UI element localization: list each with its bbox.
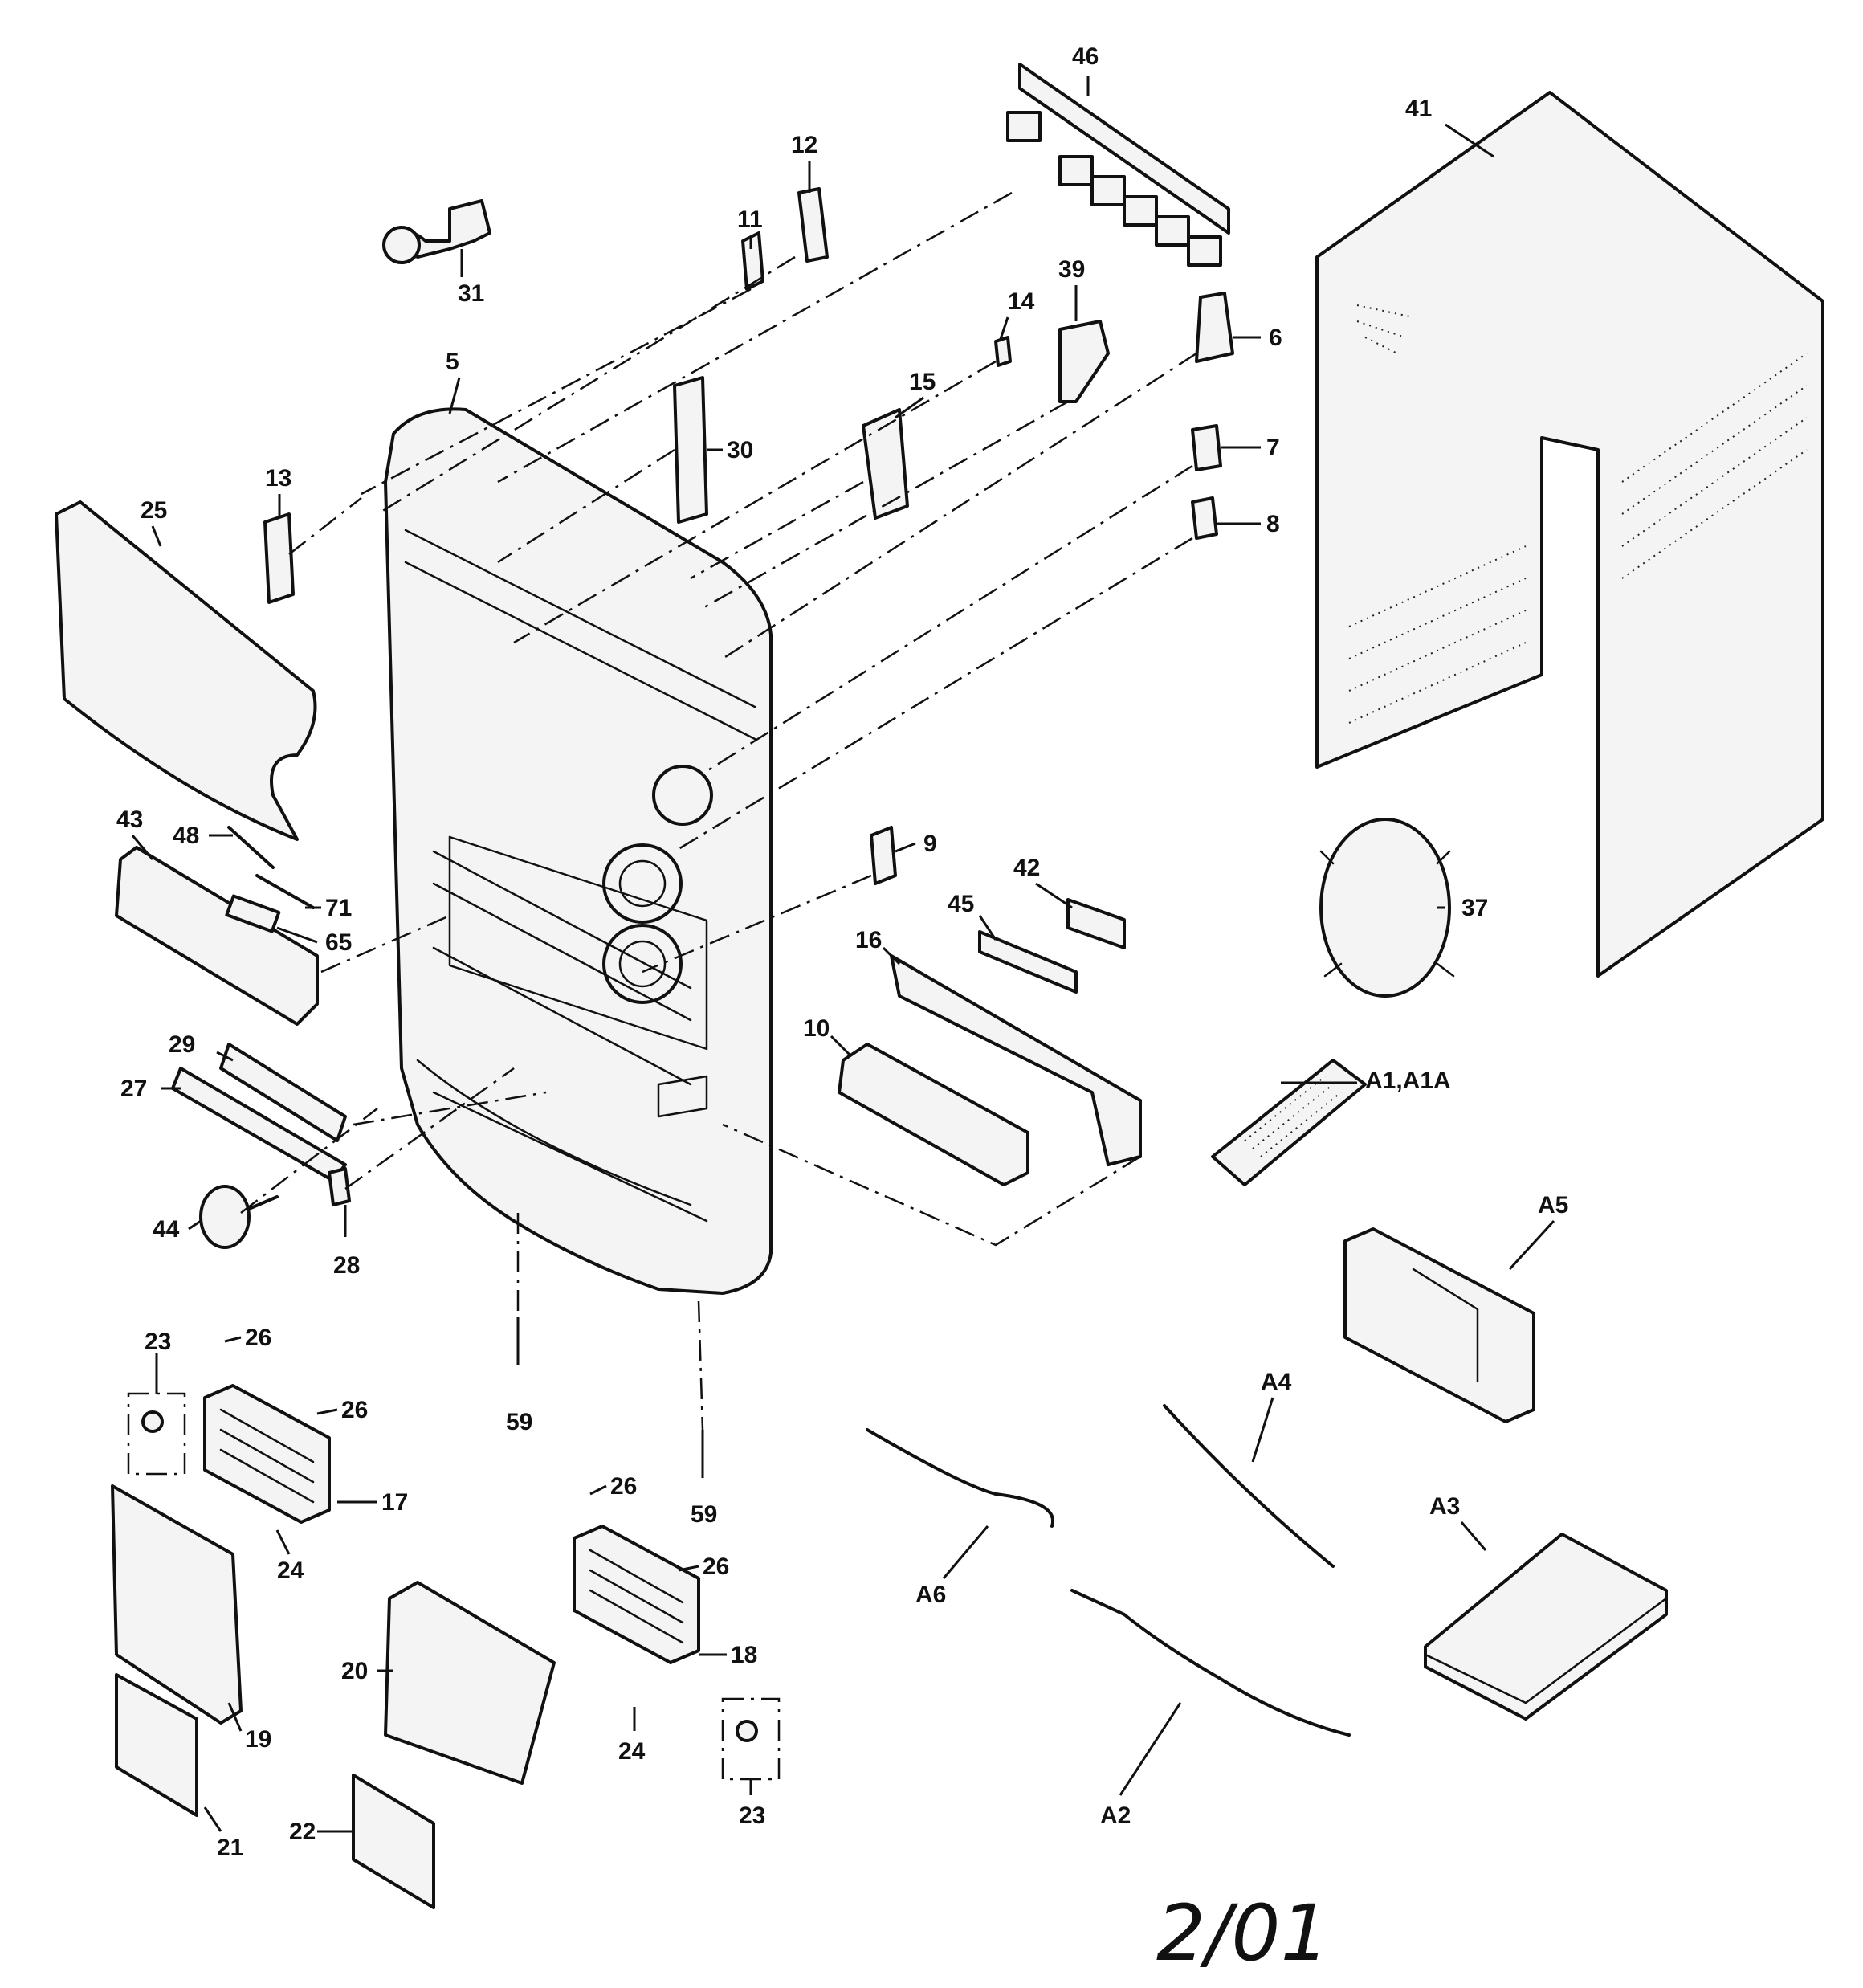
label-6: 6	[1269, 325, 1282, 351]
label-a6: A6	[915, 1582, 946, 1608]
label-a2: A2	[1100, 1802, 1131, 1829]
label-part-13	[263, 512, 295, 604]
clip-part-14	[994, 336, 1012, 367]
label-12: 12	[791, 132, 817, 158]
label-48: 48	[173, 823, 199, 849]
label-39: 39	[1058, 256, 1085, 283]
label-a4: A4	[1261, 1369, 1292, 1395]
label-23-right: 23	[739, 1802, 765, 1829]
door-part-43	[115, 846, 319, 1026]
label-8: 8	[1266, 511, 1280, 537]
front-panel-part-5	[384, 407, 773, 1295]
label-44: 44	[153, 1216, 180, 1243]
guide-part-23-left	[141, 1410, 164, 1433]
label-45: 45	[948, 891, 974, 917]
cap-part-28	[328, 1167, 351, 1206]
label-26-b: 26	[341, 1397, 368, 1423]
label-28: 28	[333, 1252, 360, 1279]
button-part-8	[1191, 496, 1218, 540]
label-42: 42	[1013, 855, 1040, 881]
plate-part-29	[219, 1043, 347, 1142]
label-31: 31	[458, 280, 484, 307]
label-25: 25	[141, 497, 167, 524]
label-30: 30	[727, 437, 753, 463]
label-19: 19	[245, 1726, 271, 1753]
switch-strip-part-45	[978, 930, 1078, 994]
cover-part-21	[115, 1673, 198, 1817]
label-27: 27	[120, 1076, 147, 1102]
cassette-door-part-19	[111, 1484, 243, 1725]
label-18: 18	[731, 1642, 757, 1668]
guide-group-part-23-left	[127, 1392, 186, 1476]
label-10: 10	[803, 1015, 830, 1042]
label-24-left: 24	[277, 1557, 304, 1584]
label-29: 29	[169, 1031, 195, 1058]
lever-part-39	[1058, 320, 1110, 403]
frame-part-16	[890, 954, 1142, 1166]
label-59-left: 59	[506, 1409, 532, 1435]
button-strip-part-46	[1006, 63, 1230, 267]
knob-part-31	[382, 199, 491, 264]
rod-part-71	[255, 874, 315, 909]
remote-control-part-a1	[1211, 1059, 1367, 1186]
label-41: 41	[1405, 96, 1432, 122]
label-26-c: 26	[610, 1473, 637, 1500]
label-21: 21	[217, 1835, 243, 1861]
label-5: 5	[446, 349, 459, 375]
label-9: 9	[923, 831, 937, 857]
connector-part-42	[1066, 898, 1126, 949]
cover-part-22	[352, 1774, 435, 1909]
spring-part-48	[227, 826, 275, 869]
label-65: 65	[325, 929, 352, 956]
date-mark: 2/01	[1156, 1888, 1330, 1978]
label-a3: A3	[1429, 1493, 1460, 1520]
pcb-part-30	[673, 376, 708, 524]
label-14: 14	[1008, 288, 1035, 315]
button-part-65	[225, 894, 281, 933]
switch-part-9	[870, 826, 897, 885]
bracket-part-11	[741, 231, 764, 291]
holder-part-15	[862, 408, 909, 520]
button-board-part-10	[838, 1043, 1029, 1186]
cabinet-part-41	[1315, 91, 1824, 978]
holder-part-a5	[1343, 1227, 1535, 1423]
door-panel-part-25	[55, 500, 317, 841]
callout-labels: 46 41 12 11 31 39 14 6 5 15 30 7 13 25 8…	[116, 43, 1568, 1861]
label-13: 13	[265, 465, 291, 492]
label-71: 71	[325, 895, 352, 921]
label-43: 43	[116, 806, 143, 833]
knob-part-44	[199, 1185, 279, 1249]
tape-mechanism-part-17	[203, 1384, 331, 1524]
label-26-d: 26	[703, 1553, 729, 1580]
tape-mechanism-part-18	[573, 1525, 700, 1664]
button-part-7	[1191, 424, 1222, 471]
power-cord-part-a2	[1070, 1589, 1351, 1737]
label-24-right: 24	[618, 1738, 646, 1765]
cassette-door-part-20	[384, 1581, 556, 1785]
leader-lines	[131, 76, 1555, 1833]
button-part-6	[1195, 292, 1234, 363]
cable-part-a4	[1163, 1404, 1335, 1568]
label-a5: A5	[1538, 1192, 1568, 1219]
label-23-left: 23	[145, 1329, 171, 1355]
label-15: 15	[909, 369, 936, 395]
label-16: 16	[855, 927, 882, 953]
label-26-a: 26	[245, 1325, 271, 1351]
label-46: 46	[1072, 43, 1099, 70]
speaker-part-37	[1319, 818, 1455, 998]
bracket-part-12	[797, 187, 829, 263]
label-59-right: 59	[691, 1501, 717, 1528]
label-17: 17	[381, 1489, 408, 1516]
label-7: 7	[1266, 435, 1280, 461]
cable-part-a6	[866, 1428, 1055, 1528]
label-a1: A1,A1A	[1365, 1067, 1451, 1094]
label-37: 37	[1461, 895, 1488, 921]
guide-part-23-right	[736, 1720, 758, 1742]
label-22: 22	[289, 1819, 316, 1845]
label-11: 11	[737, 206, 763, 233]
manual-part-a3	[1424, 1533, 1668, 1721]
label-20: 20	[341, 1658, 368, 1684]
